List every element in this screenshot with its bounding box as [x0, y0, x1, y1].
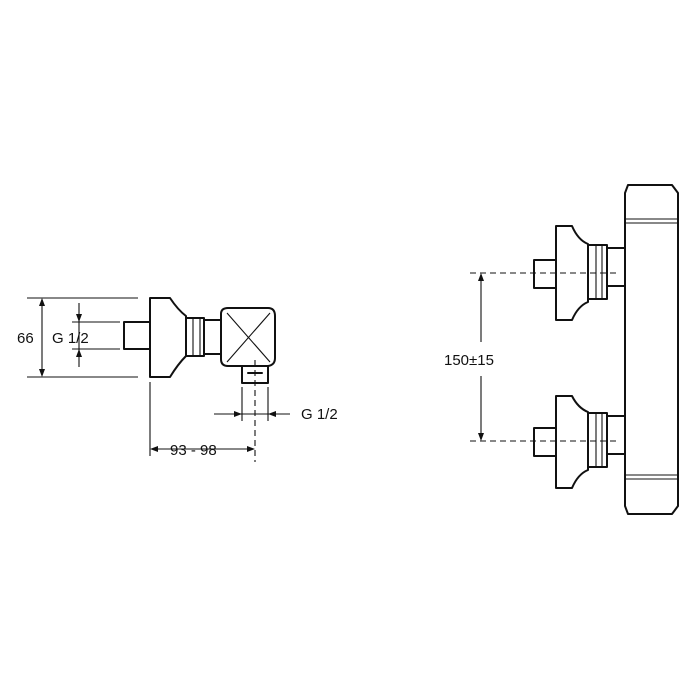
inlet-pipe: [123, 321, 151, 350]
upper-connector: [533, 225, 626, 321]
mixer-body: [624, 184, 679, 515]
connector-neck: [203, 319, 222, 355]
dim-depth: 93 - 98: [170, 442, 217, 459]
arrow-head: [478, 433, 484, 441]
arrow-head: [268, 411, 276, 417]
arrow-head: [150, 446, 158, 452]
dim-thread-outlet: G 1/2: [301, 406, 338, 423]
lower-connector: [533, 395, 626, 489]
dim-66: 66: [17, 330, 34, 347]
valve-body: [220, 307, 276, 367]
arrow-head: [247, 446, 255, 452]
arrow-head: [76, 314, 82, 322]
arrow-head: [76, 349, 82, 357]
front-view: 150±15: [444, 184, 679, 515]
coupling-nut: [185, 317, 205, 357]
arrow-head: [39, 298, 45, 306]
arrow-head: [234, 411, 242, 417]
wall-flange: [149, 297, 187, 378]
valve-cross: [226, 312, 271, 363]
arrow-head: [39, 369, 45, 377]
arrow-head: [478, 273, 484, 281]
side-view: 66 G 1/2 G 1/2 93 - 98: [17, 297, 338, 462]
dim-thread-inlet: G 1/2: [52, 330, 89, 347]
dim-center-distance: 150±15: [444, 352, 494, 369]
